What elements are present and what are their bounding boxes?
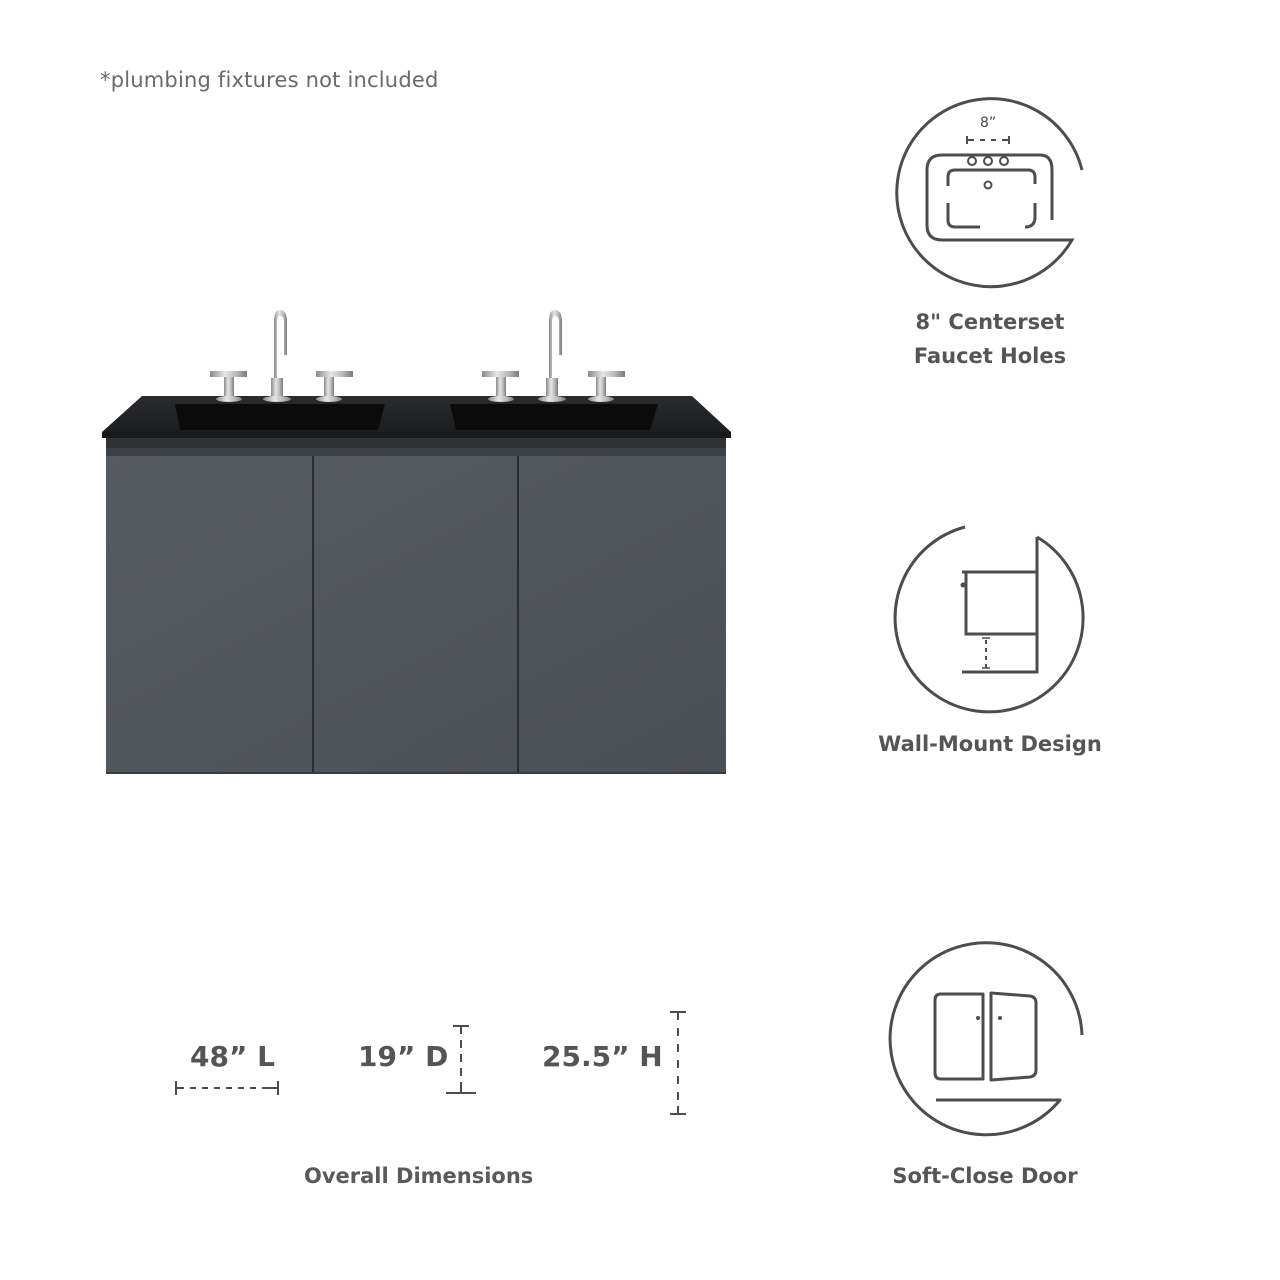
feature-label-line: Faucet Holes bbox=[913, 344, 1067, 368]
faucet-holes-icon: 8” bbox=[890, 95, 1090, 295]
left-faucet bbox=[210, 310, 353, 402]
feature-label-line: 8" Centerset bbox=[915, 310, 1065, 334]
dimension-height: 25.5” H bbox=[542, 1040, 663, 1073]
faucet-spacing-label: 8” bbox=[980, 115, 997, 131]
wall-mount-icon bbox=[890, 520, 1090, 720]
depth-measure-icon bbox=[444, 1022, 478, 1098]
left-sink-basin bbox=[175, 404, 385, 430]
dimension-depth: 19” D bbox=[358, 1040, 449, 1073]
feature-label-soft-close: Soft-Close Door bbox=[892, 1164, 1078, 1188]
dimension-length: 48” L bbox=[190, 1040, 275, 1073]
disclaimer-text: *plumbing fixtures not included bbox=[100, 68, 439, 92]
feature-label-wall-mount: Wall-Mount Design bbox=[878, 732, 1102, 756]
right-sink-basin bbox=[450, 404, 658, 430]
soft-close-door-icon bbox=[880, 940, 1090, 1145]
overall-dimensions-caption: Overall Dimensions bbox=[304, 1164, 534, 1188]
right-faucet bbox=[482, 310, 625, 402]
vanity-illustration bbox=[102, 310, 731, 774]
height-measure-icon bbox=[666, 1008, 690, 1118]
cabinet-body bbox=[106, 448, 726, 774]
length-measure-icon bbox=[172, 1078, 284, 1098]
feature-label-faucet-holes: 8" Centerset Faucet Holes bbox=[840, 305, 1140, 373]
vanity-product-image bbox=[95, 300, 740, 780]
